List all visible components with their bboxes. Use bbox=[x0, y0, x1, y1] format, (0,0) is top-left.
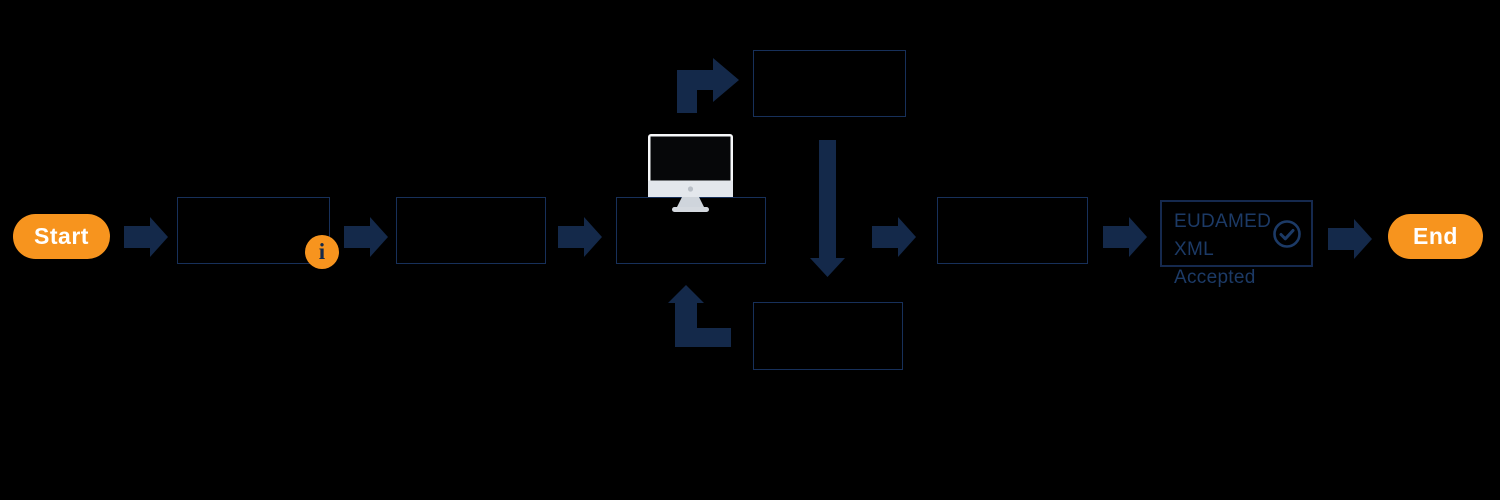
eudamed-line-2: Accepted bbox=[1174, 267, 1256, 288]
process-box-1 bbox=[177, 197, 330, 264]
arrow-eudamed-to-end-icon bbox=[1328, 219, 1372, 259]
arrow-step1-to-step2-icon bbox=[344, 217, 388, 257]
process-box-2-label bbox=[397, 198, 545, 263]
process-box-bottom-label bbox=[754, 303, 902, 369]
check-circle-icon bbox=[1271, 218, 1303, 259]
process-box-2 bbox=[396, 197, 546, 264]
arrow-to-step4-icon bbox=[872, 217, 916, 257]
info-icon: i bbox=[305, 235, 339, 269]
eudamed-result-box: EUDAMED XML Accepted bbox=[1160, 200, 1313, 288]
start-node-label: Start bbox=[34, 223, 89, 249]
arrow-step4-to-eudamed-icon bbox=[1103, 217, 1147, 257]
arrow-start-to-step1-icon bbox=[124, 217, 168, 257]
end-node: End bbox=[1388, 214, 1483, 259]
arrow-step2-to-step3-icon bbox=[558, 217, 602, 257]
start-node: Start bbox=[13, 214, 110, 259]
info-icon-glyph: i bbox=[318, 239, 326, 264]
process-box-bottom bbox=[753, 302, 903, 370]
eudamed-line-1: EUDAMED XML bbox=[1174, 211, 1272, 260]
process-box-top bbox=[753, 50, 906, 117]
desktop-monitor-icon bbox=[648, 134, 733, 217]
elbow-arrow-step3-to-top-icon bbox=[677, 58, 739, 113]
arrow-top-to-bottom-icon bbox=[810, 140, 845, 277]
elbow-arrow-bottom-to-step3-icon bbox=[668, 285, 731, 347]
process-box-top-label bbox=[754, 51, 905, 116]
end-node-label: End bbox=[1413, 223, 1458, 249]
process-box-4 bbox=[937, 197, 1088, 264]
process-box-4-label bbox=[938, 198, 1087, 263]
